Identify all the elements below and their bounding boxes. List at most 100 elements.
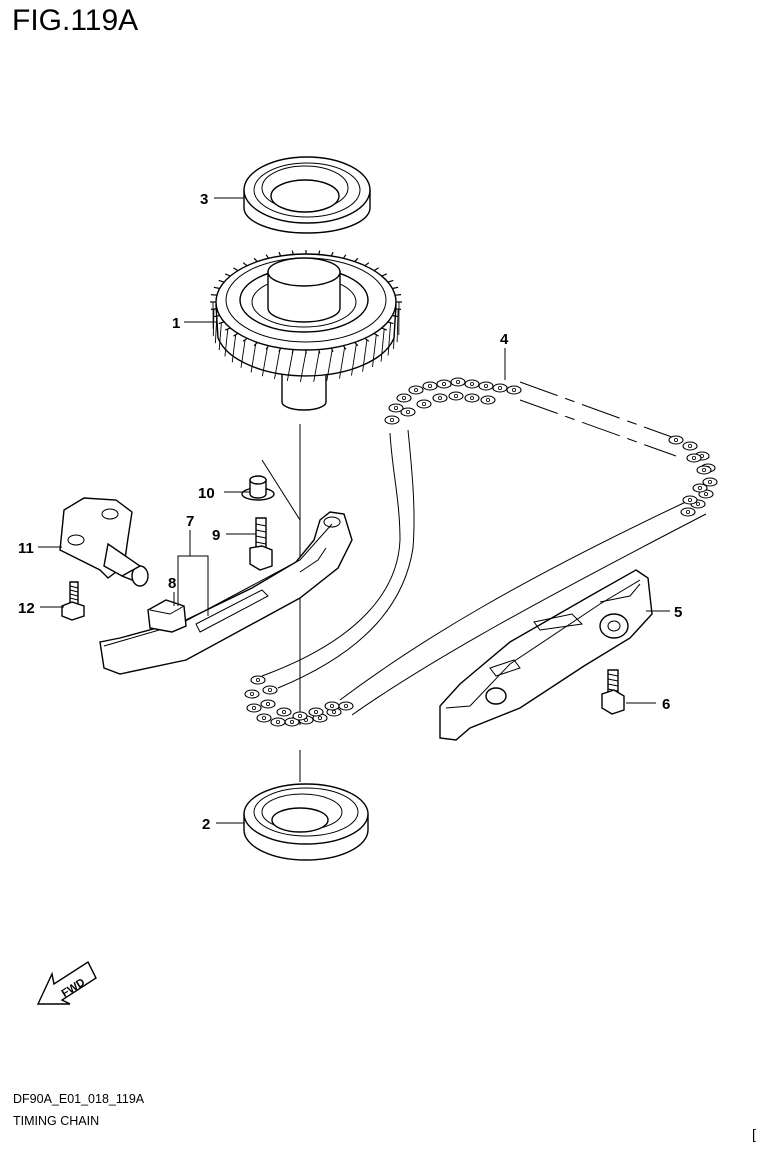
chain-pin: [265, 702, 270, 707]
chain-pin: [469, 381, 474, 386]
callout-7: 7: [186, 513, 194, 530]
chain-pin: [674, 437, 679, 442]
gear-tooth-flank: [231, 334, 237, 363]
figure-title: FIG.119A: [12, 4, 139, 37]
gear-tooth: [224, 273, 231, 277]
gear-tooth-flank: [393, 316, 396, 349]
chain-pin: [281, 710, 286, 715]
corner-mark: [: [752, 1126, 756, 1142]
chain-pin: [437, 395, 442, 400]
gear-tooth: [381, 273, 388, 277]
chain-pin: [455, 379, 460, 384]
gear-tooth: [364, 262, 370, 267]
gear-tooth-flank: [214, 316, 218, 344]
chain-pin: [688, 497, 693, 502]
callout-8: 8: [168, 575, 176, 592]
chain-pin: [708, 479, 713, 484]
gear-tooth: [218, 321, 225, 325]
part-10-collar: [241, 475, 275, 501]
chain-pin: [483, 383, 488, 388]
part-8-guide-pad: [147, 599, 187, 633]
gear-tooth-flank: [351, 344, 357, 376]
chain-pin: [688, 443, 693, 448]
chain-pin: [698, 485, 703, 490]
gear-tooth-flank: [299, 351, 307, 382]
part-11-pivot-bracket: [59, 497, 149, 587]
gear-tooth: [373, 267, 379, 272]
chain-pin: [329, 704, 334, 709]
chain-pin: [512, 387, 517, 392]
chain-pin: [453, 393, 458, 398]
gear-tooth: [210, 308, 217, 310]
gear-tooth-flank: [339, 347, 346, 379]
part-5-tensioner-guide: [439, 569, 653, 741]
gear-tooth-flank: [274, 349, 281, 380]
callout-labels: 1 2 3 4 5 6 7 8 9 10 11 12: [18, 191, 682, 833]
gear-tooth-flank: [240, 339, 246, 368]
gear-tooth-flank: [261, 347, 268, 377]
part-12-bolt: [61, 581, 85, 621]
chain-pin: [413, 387, 418, 392]
part-9-bolt: [249, 517, 273, 571]
gear-tooth-flank: [224, 328, 229, 357]
chain-pin: [249, 692, 254, 697]
chain-pin: [702, 467, 707, 472]
callout-3: 3: [200, 191, 208, 208]
chain-pin: [393, 405, 398, 410]
gear-tooth: [210, 294, 217, 296]
part-7-chain-guide: [99, 511, 353, 675]
callout-4: 4: [500, 331, 509, 348]
chain-pin: [261, 716, 266, 721]
callout-5: 5: [674, 604, 682, 621]
callout-11: 11: [18, 540, 34, 557]
gear-tooth: [213, 286, 220, 290]
callout-10: 10: [198, 485, 215, 502]
drawing-code: DF90A_E01_018_119A: [13, 1092, 145, 1106]
gear-tooth-flank: [396, 309, 399, 343]
chain-pin: [405, 409, 410, 414]
chain-pin: [469, 395, 474, 400]
part-3-upper-bearing: [243, 156, 371, 234]
chain-pin: [686, 509, 691, 514]
gear-tooth-flank: [218, 322, 222, 351]
gear-tooth-flank: [362, 339, 368, 372]
chain-pin: [696, 501, 701, 506]
chain-pin: [343, 704, 348, 709]
chain-pin: [497, 385, 502, 390]
gear-tooth-flank: [250, 344, 257, 373]
gear-tooth-flank: [313, 351, 320, 382]
chain-pin: [692, 455, 697, 460]
gear-tooth: [392, 314, 399, 318]
gear-tooth: [242, 262, 248, 267]
chain-pin: [401, 395, 406, 400]
chain-pin: [704, 491, 709, 496]
gear-tooth: [387, 279, 394, 283]
chain-pin: [289, 720, 294, 725]
chain-pin: [267, 688, 272, 693]
chain-pin: [421, 401, 426, 406]
gear-tooth-flank: [372, 334, 377, 368]
drawing-caption: TIMING CHAIN: [13, 1114, 100, 1128]
callout-12: 12: [18, 600, 35, 617]
gear-tooth: [392, 286, 399, 290]
chain-pin: [427, 383, 432, 388]
gear-tooth-flank: [380, 328, 385, 362]
gear-tooth: [233, 267, 239, 272]
chain-pin: [441, 381, 446, 386]
part-6-bolt: [601, 669, 625, 715]
chain-pin: [389, 417, 394, 422]
gear-tooth-flank: [286, 351, 294, 382]
gear-tooth: [387, 321, 394, 325]
callout-6: 6: [662, 696, 670, 713]
callout-1: 1: [172, 315, 180, 332]
chain-pin: [297, 714, 302, 719]
chain-pin: [251, 706, 256, 711]
part-4-timing-chain: [244, 377, 718, 727]
chain-pin: [255, 678, 260, 683]
callout-leaders: [38, 197, 670, 824]
fwd-direction-arrow: FWD: [36, 960, 97, 1005]
callout-2: 2: [202, 816, 210, 833]
chain-pin: [485, 397, 490, 402]
chain-pin: [275, 720, 280, 725]
